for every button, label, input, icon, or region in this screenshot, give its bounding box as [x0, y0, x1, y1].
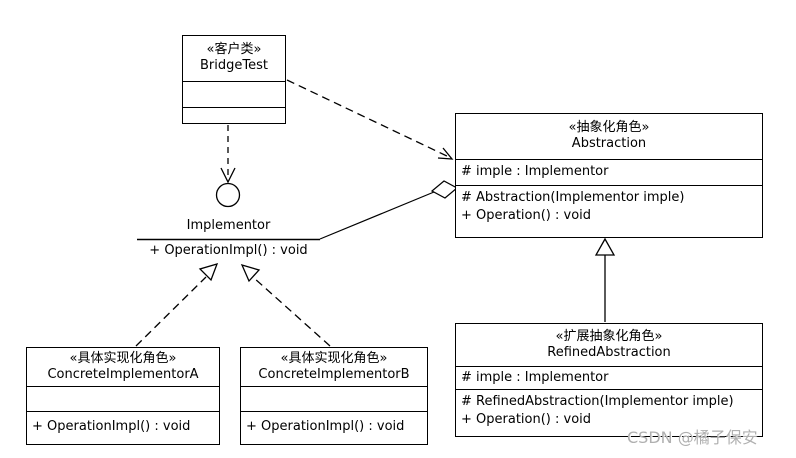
operation-label: + Operation() : void	[461, 208, 592, 223]
dependency-bridgetest-implementor	[220, 125, 236, 184]
class-name-label: ConcreteImplementorB	[258, 367, 410, 382]
class-refined-abstraction: «扩展抽象化角色» RefinedAbstraction # imple : I…	[455, 323, 763, 437]
attribute-label: # imple : Implementor	[461, 164, 609, 179]
realization-implementor-b	[240, 263, 331, 347]
operation-label: # Abstraction(Implementor imple)	[461, 190, 685, 205]
class-abstraction: «抽象化角色» Abstraction # imple : Implemento…	[455, 113, 763, 238]
attributes-compartment	[27, 386, 219, 411]
aggregation-abstraction-implementor	[319, 180, 459, 240]
operations-compartment: # Abstraction(Implementor imple) + Opera…	[456, 185, 762, 237]
operations-compartment	[183, 107, 285, 123]
attributes-compartment: # imple : Implementor	[456, 159, 762, 185]
implementor-name: Implementor	[186, 218, 271, 233]
dependency-bridgetest-abstraction	[286, 79, 454, 160]
operation-label: + OperationImpl() : void	[246, 419, 405, 434]
implementor-operation: + OperationImpl() : void	[149, 243, 308, 258]
stereotype-label: «扩展抽象化角色»	[555, 329, 663, 344]
operations-compartment: # RefinedAbstraction(Implementor imple) …	[456, 389, 762, 436]
name-compartment: «抽象化角色» Abstraction	[456, 114, 762, 159]
name-compartment: «具体实现化角色» ConcreteImplementorB	[241, 348, 427, 386]
operation-label: + Operation() : void	[461, 412, 592, 427]
stereotype-label: «客户类»	[206, 42, 262, 57]
interface-lollipop-circle	[215, 182, 241, 208]
name-compartment: «客户类» BridgeTest	[183, 36, 285, 81]
class-name-label: Abstraction	[571, 136, 647, 151]
csdn-watermark: CSDN @橘子保安	[627, 428, 758, 447]
operations-compartment: + OperationImpl() : void	[27, 411, 219, 444]
attributes-compartment	[241, 386, 427, 411]
attributes-compartment	[183, 81, 285, 107]
operation-label: # RefinedAbstraction(Implementor imple)	[461, 394, 734, 409]
stereotype-label: «抽象化角色»	[568, 120, 650, 135]
attributes-compartment: # imple : Implementor	[456, 366, 762, 389]
class-name-label: ConcreteImplementorA	[47, 367, 199, 382]
class-concrete-implementor-b: «具体实现化角色» ConcreteImplementorB + Operati…	[240, 347, 428, 445]
class-name-label: RefinedAbstraction	[547, 345, 671, 360]
name-compartment: «具体实现化角色» ConcreteImplementorA	[27, 348, 219, 386]
name-compartment: «扩展抽象化角色» RefinedAbstraction	[456, 324, 762, 366]
class-bridgetest: «客户类» BridgeTest	[182, 35, 286, 124]
attribute-label: # imple : Implementor	[461, 370, 609, 385]
class-name-label: BridgeTest	[200, 58, 268, 73]
stereotype-label: «具体实现化角色»	[69, 351, 177, 366]
operations-compartment: + OperationImpl() : void	[241, 411, 427, 444]
stereotype-label: «具体实现化角色»	[280, 351, 388, 366]
class-concrete-implementor-a: «具体实现化角色» ConcreteImplementorA + Operati…	[26, 347, 220, 445]
operation-label: + OperationImpl() : void	[32, 419, 191, 434]
realization-implementor-a	[135, 263, 219, 347]
generalization-refined-abstraction	[594, 237, 616, 322]
